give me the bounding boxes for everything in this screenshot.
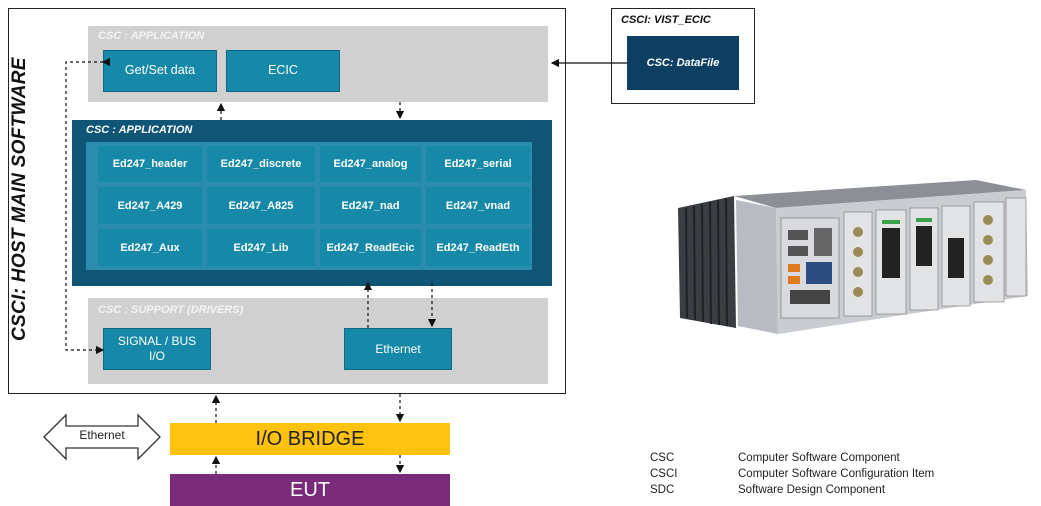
ed247-nad-cell: Ed247_nad <box>320 187 421 224</box>
legend-row: CSCI Computer Software Configuration Ite… <box>650 466 934 482</box>
datafile-box: CSC: DataFile <box>627 36 739 90</box>
legend-desc: Computer Software Configuration Item <box>738 468 935 480</box>
ed247-analog-cell: Ed247_analog <box>320 146 421 182</box>
support-drivers-label: CSC : SUPPORT (DRIVERS) <box>98 304 244 316</box>
hardware-chassis-photo <box>678 180 1028 334</box>
abbreviation-legend: CSC Computer Software Component CSCI Com… <box>650 450 934 498</box>
vist-ecic-title: CSCI: VIST_ECIC <box>621 14 711 26</box>
ed247-module-grid: Ed247_header Ed247_discrete Ed247_analog… <box>86 142 532 270</box>
ed247-a825-cell: Ed247_A825 <box>207 187 315 224</box>
ed247-header-cell: Ed247_header <box>98 146 202 182</box>
legend-abbr: CSCI <box>650 468 678 480</box>
io-bridge-bar: I/O BRIDGE <box>170 423 450 455</box>
ethernet-arrow-label: Ethernet <box>79 428 125 442</box>
application-panel-top-label: CSC : APPLICATION <box>98 30 205 42</box>
signal-bus-label: SIGNAL / BUS <box>117 334 197 348</box>
io-label: I/O <box>148 349 165 363</box>
legend-abbr: CSC <box>650 452 675 464</box>
ed247-lib-cell: Ed247_Lib <box>207 229 315 266</box>
ed247-a429-cell: Ed247_A429 <box>98 187 202 224</box>
get-set-to-signal-connector <box>65 57 111 355</box>
ed247-discrete-cell: Ed247_discrete <box>207 146 315 182</box>
ed247-readecic-cell: Ed247_ReadEcic <box>320 229 421 266</box>
ed247-serial-cell: Ed247_serial <box>426 146 530 182</box>
legend-row: CSC Computer Software Component <box>650 450 934 466</box>
ed247-readeth-cell: Ed247_ReadEth <box>426 229 530 266</box>
ethernet-double-arrow <box>43 413 161 461</box>
ecic-box: ECIC <box>226 50 340 92</box>
legend-abbr: SDC <box>650 484 675 496</box>
get-set-data-box: Get/Set data <box>103 50 217 92</box>
legend-desc: Computer Software Component <box>738 452 900 464</box>
ed247-aux-cell: Ed247_Aux <box>98 229 202 266</box>
legend-row: SDC Software Design Component <box>650 482 934 498</box>
legend-desc: Software Design Component <box>738 484 886 496</box>
ethernet-driver-box: Ethernet <box>344 328 452 370</box>
signal-bus-io-box: SIGNAL / BUS I/O <box>103 328 211 370</box>
application-panel-bottom-label: CSC : APPLICATION <box>86 124 193 136</box>
ed247-vnad-cell: Ed247_vnad <box>426 187 530 224</box>
